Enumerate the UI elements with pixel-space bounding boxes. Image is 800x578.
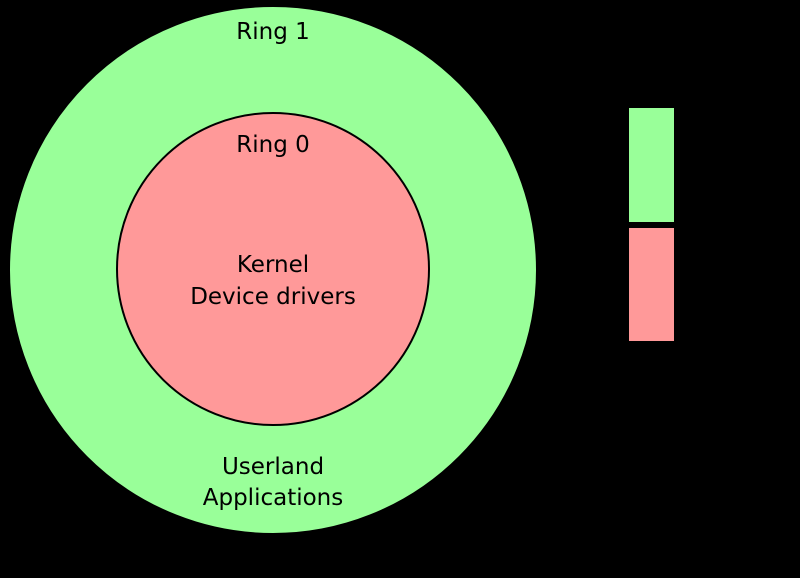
ring0-label: Ring 0 [236,132,310,158]
ring1-label: Ring 1 [236,19,310,45]
legend-swatch-ring1 [628,107,675,223]
kernel-device-drivers-label: Kernel Device drivers [190,249,356,313]
legend-swatch-ring0 [628,227,675,342]
device-drivers-label-line: Device drivers [190,284,356,310]
kernel-label-line: Kernel [236,252,310,278]
userland-applications-label: Userland Applications [203,452,344,514]
ring0-circle [116,112,430,426]
userland-label-line: Userland [221,454,325,480]
applications-label-line: Applications [202,485,344,511]
